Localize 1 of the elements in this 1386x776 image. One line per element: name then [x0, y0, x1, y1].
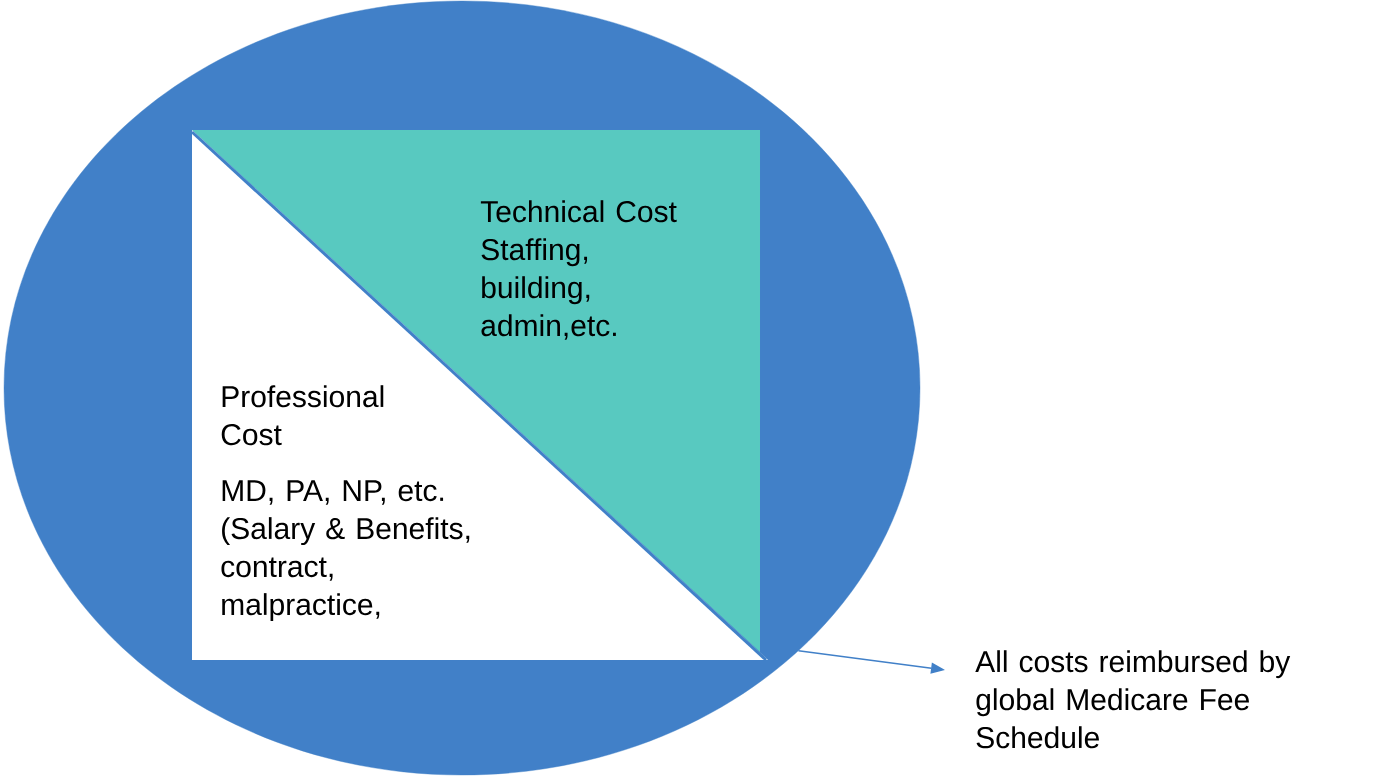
text-label: All costs reimbursed by global Medicare Fee Schedule [975, 650, 1291, 749]
